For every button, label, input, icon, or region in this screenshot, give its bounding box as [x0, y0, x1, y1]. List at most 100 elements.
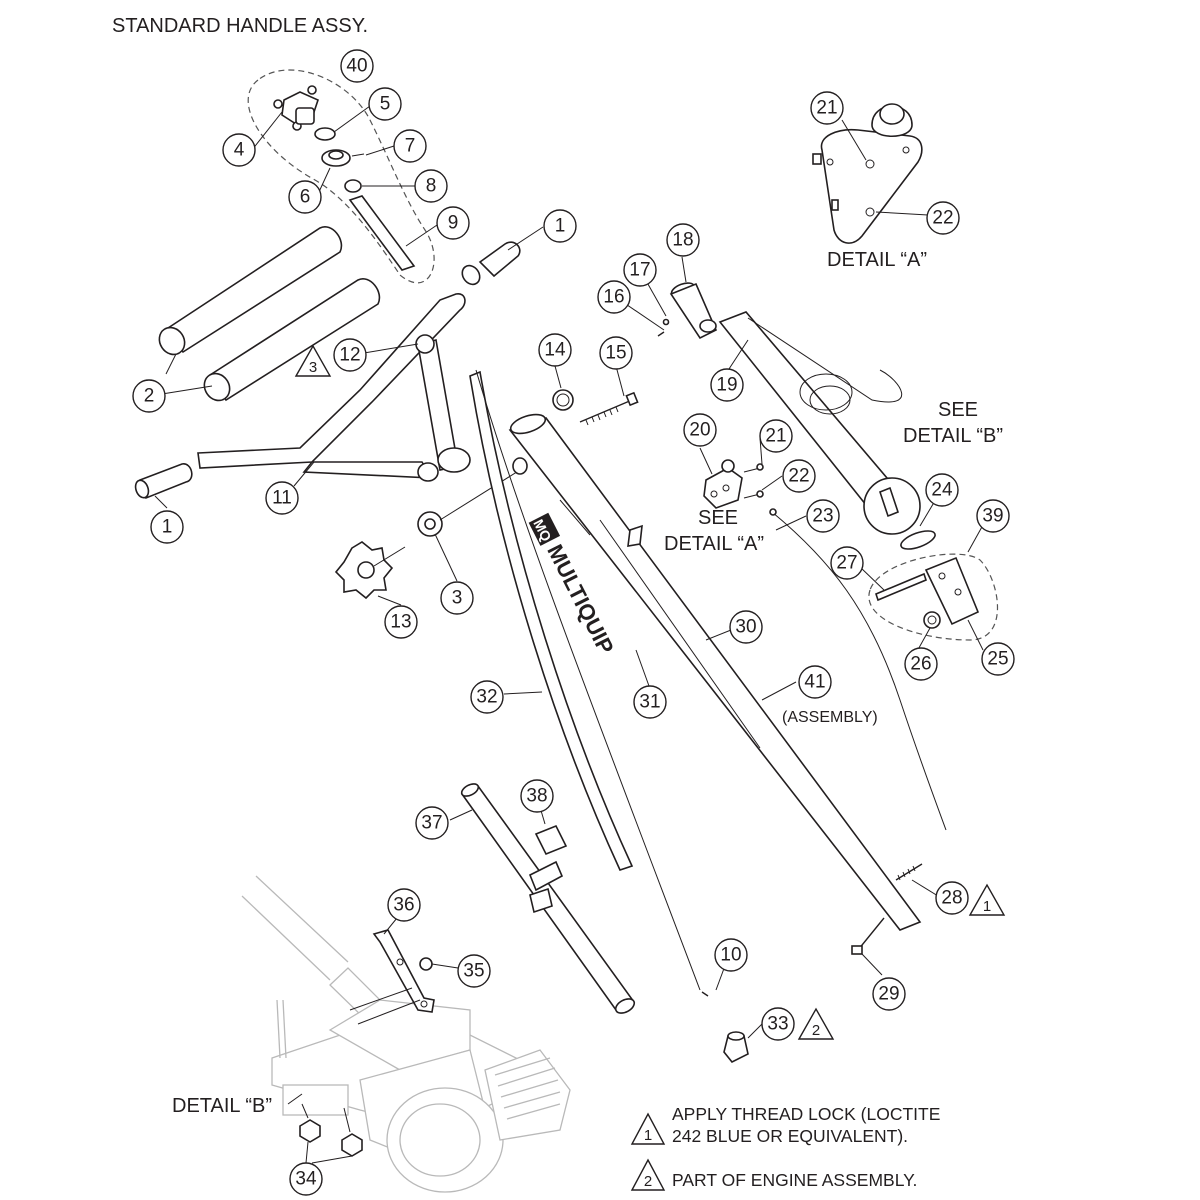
callout-5: 5 [368, 87, 402, 121]
callout-23: 23 [806, 499, 840, 533]
svg-text:19: 19 [716, 375, 737, 396]
part-38-decal [534, 824, 568, 856]
callout-35: 35 [457, 954, 491, 988]
svg-text:12: 12 [339, 345, 360, 366]
callout-38: 38 [520, 779, 554, 813]
callout-29: 29 [872, 977, 906, 1011]
callout-2: 2 [132, 379, 166, 413]
part-35-nut [419, 957, 433, 971]
svg-text:APPLY THREAD LOCK (LOCTITE: APPLY THREAD LOCK (LOCTITE [672, 1104, 940, 1124]
callout-4: 4 [222, 133, 256, 167]
callout-22-detail: 22 [926, 201, 960, 235]
svg-text:39: 39 [982, 506, 1003, 527]
part-25-block [924, 556, 980, 626]
part-3-washer [417, 469, 521, 537]
callout-17: 17 [623, 253, 657, 287]
callout-14: 14 [538, 333, 572, 367]
svg-text:22: 22 [788, 466, 809, 487]
svg-text:38: 38 [526, 786, 547, 807]
callout-37: 37 [415, 806, 449, 840]
svg-text:2: 2 [144, 386, 155, 407]
part-29-bolt [851, 917, 885, 955]
warning-33: 2 [797, 1007, 835, 1040]
svg-text:PART OF ENGINE ASSEMBLY.: PART OF ENGINE ASSEMBLY. [672, 1170, 917, 1190]
svg-text:33: 33 [767, 1014, 788, 1035]
callout-22: 22 [782, 459, 816, 493]
see-detail-a-line2: DETAIL “A” [664, 533, 764, 555]
svg-text:10: 10 [720, 945, 741, 966]
callout-16: 16 [597, 280, 631, 314]
svg-text:37: 37 [421, 813, 442, 834]
svg-text:25: 25 [987, 649, 1008, 670]
svg-text:7: 7 [405, 136, 416, 157]
callout-12: 12 [333, 338, 367, 372]
see-detail-b-line1: SEE [938, 399, 978, 421]
callout-30: 30 [729, 610, 763, 644]
callout-13: 13 [384, 605, 418, 639]
part-8-collar [344, 179, 362, 193]
svg-text:17: 17 [629, 260, 650, 281]
mq-logo-box [528, 512, 561, 546]
svg-text:27: 27 [836, 553, 857, 574]
part-14-ring [552, 389, 574, 411]
callout-8: 8 [414, 169, 448, 203]
svg-text:32: 32 [476, 687, 497, 708]
svg-text:2: 2 [812, 1022, 820, 1039]
svg-text:1: 1 [644, 1127, 652, 1144]
svg-text:29: 29 [878, 984, 899, 1005]
callout-32: 32 [470, 680, 504, 714]
part-36-bracket [372, 929, 435, 1013]
callout-7: 7 [393, 129, 427, 163]
part-2-grip-tubes [158, 226, 381, 402]
detail-b-engine-ghost [241, 875, 571, 1193]
warning-28: 1 [968, 883, 1006, 916]
callout-39: 39 [976, 499, 1010, 533]
part-17-screw [662, 318, 670, 326]
part-1-grip-top [461, 241, 521, 286]
svg-text:28: 28 [941, 888, 962, 909]
part-27-pin [875, 572, 927, 602]
svg-text:30: 30 [735, 617, 756, 638]
callout-6: 6 [288, 180, 322, 214]
svg-text:1: 1 [555, 216, 566, 237]
callout-19: 19 [710, 368, 744, 402]
diagram-title: STANDARD HANDLE ASSY. [112, 15, 368, 37]
svg-text:13: 13 [390, 612, 411, 633]
note-1: 1 APPLY THREAD LOCK (LOCTITE 242 BLUE OR… [630, 1104, 940, 1146]
part-16-screw [657, 331, 665, 337]
part-23-cable [771, 511, 947, 831]
svg-text:242 BLUE OR EQUIVALENT).: 242 BLUE OR EQUIVALENT). [672, 1126, 908, 1146]
part-32-bar [469, 370, 634, 871]
svg-text:34: 34 [295, 1169, 317, 1190]
group-40-outline [247, 69, 435, 284]
see-detail-a-line1: SEE [698, 507, 738, 529]
see-detail-b-line2: DETAIL “B” [903, 425, 1003, 447]
svg-text:41: 41 [804, 672, 825, 693]
part-15-bolt [579, 391, 639, 426]
svg-text:23: 23 [812, 506, 833, 527]
callout-1-top: 1 [543, 209, 577, 243]
svg-text:1: 1 [162, 517, 173, 538]
part-5-washer [314, 127, 336, 141]
svg-text:2: 2 [644, 1173, 652, 1190]
part-10-cable [475, 369, 701, 991]
svg-text:3: 3 [309, 359, 317, 376]
svg-text:18: 18 [672, 230, 693, 251]
part-13-star-knob [334, 541, 406, 600]
group-39-outline [868, 553, 999, 641]
svg-text:11: 11 [272, 488, 292, 509]
svg-text:22: 22 [932, 208, 953, 229]
callout-31: 31 [633, 685, 667, 719]
callout-20: 20 [683, 413, 717, 447]
svg-text:3: 3 [452, 588, 463, 609]
callout-9: 9 [436, 206, 470, 240]
svg-text:35: 35 [463, 961, 484, 982]
svg-text:15: 15 [605, 343, 626, 364]
note-2: 2 PART OF ENGINE ASSEMBLY. [630, 1158, 917, 1191]
callout-10: 10 [714, 938, 748, 972]
detail-a-label: DETAIL “A” [827, 249, 927, 271]
svg-text:16: 16 [603, 287, 624, 308]
callout-21-detail: 21 [810, 91, 844, 125]
callout-33: 33 [761, 1007, 795, 1041]
part-9-rod [348, 195, 416, 271]
